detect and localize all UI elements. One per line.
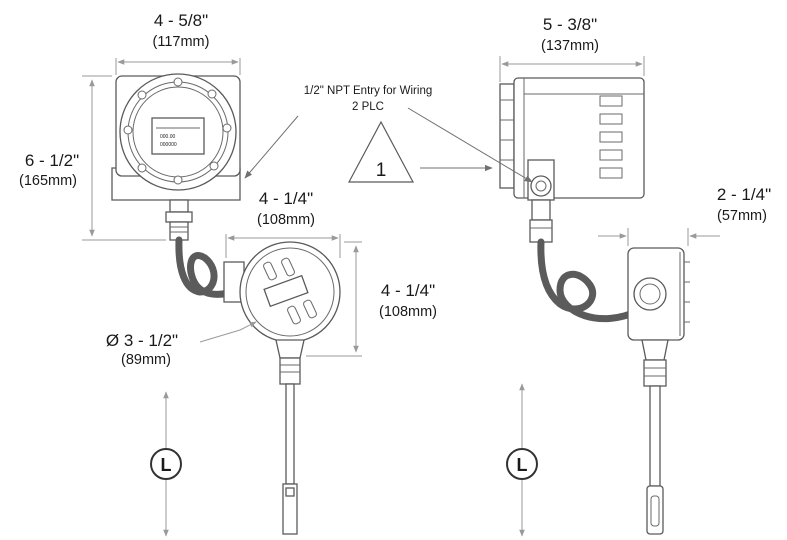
side-width-inch: 5 - 3/8" [543, 15, 597, 34]
remote-enclosure [223, 241, 341, 535]
length-label-right: L [517, 455, 528, 475]
callout-triangle [348, 120, 414, 183]
remote-side-enclosure [627, 247, 690, 535]
wiring-note-line-2: 2 PLC [352, 101, 384, 113]
callout-number: 1 [376, 160, 387, 181]
cable-front [175, 236, 244, 298]
remote-height-mm: (108mm) [379, 304, 437, 320]
remote-height-inch: 4 - 1/4" [381, 281, 435, 300]
side-depth-mm: (57mm) [717, 208, 767, 224]
length-symbol-left [150, 448, 182, 480]
wiring-note-line-1: 1/2" NPT Entry for Wiring [304, 85, 433, 97]
display-line-1: 000.00 [160, 134, 176, 140]
display-line-2: 000000 [160, 142, 177, 148]
remote-width-mm: (108mm) [257, 212, 315, 228]
side-depth-inch: 2 - 1/4" [717, 185, 771, 204]
front-height-inch: 6 - 1/2" [25, 151, 79, 170]
remote-width-inch: 4 - 1/4" [259, 189, 313, 208]
callout-leaders [244, 107, 533, 183]
dimension-lines [82, 56, 720, 537]
side-view-housing [499, 77, 645, 243]
length-symbol-right [506, 448, 538, 480]
remote-diameter-inch: Ø 3 - 1/2" [106, 331, 178, 350]
length-label-left: L [161, 455, 172, 475]
front-height-mm: (165mm) [19, 173, 77, 189]
front-width-mm: (117mm) [153, 34, 210, 50]
side-width-mm: (137mm) [541, 38, 599, 54]
front-view-housing: 000.00 000000 [111, 73, 241, 241]
remote-diameter-mm: (89mm) [121, 352, 171, 368]
front-width-inch: 4 - 5/8" [154, 11, 208, 30]
